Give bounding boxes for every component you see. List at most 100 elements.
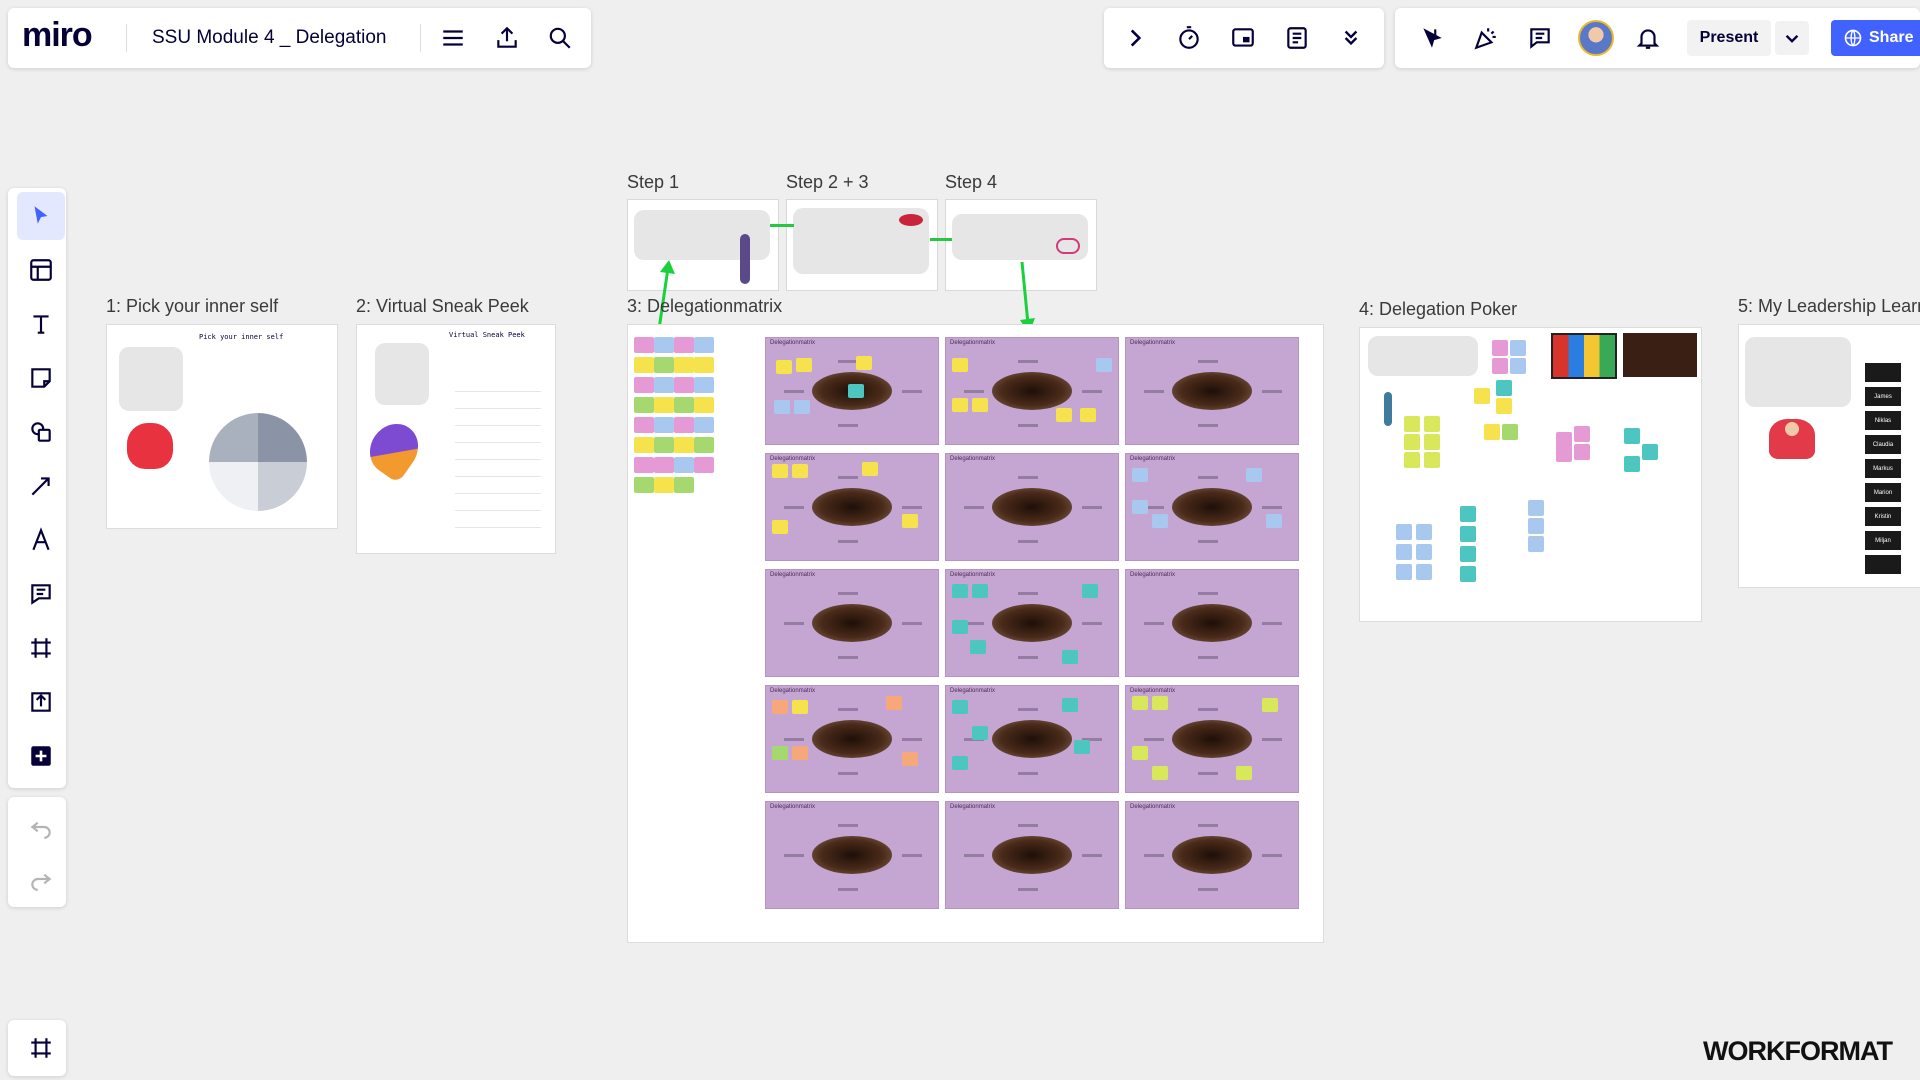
sticky-note[interactable] <box>654 477 674 493</box>
sticky-note[interactable] <box>886 696 902 710</box>
sticky-note[interactable] <box>1404 416 1420 432</box>
sticky-note[interactable] <box>1502 424 1518 440</box>
select-cursor-icon[interactable] <box>17 192 65 240</box>
sticky-note[interactable] <box>634 477 654 493</box>
sticky-note[interactable] <box>694 457 714 473</box>
sticky-note[interactable] <box>794 400 810 414</box>
sticky-note[interactable] <box>654 417 674 433</box>
sticky-note[interactable] <box>674 417 694 433</box>
sticky-note[interactable] <box>1528 518 1544 534</box>
sticky-note[interactable] <box>848 384 864 398</box>
hamburger-menu-icon[interactable] <box>436 21 470 55</box>
name-tile[interactable]: Marion <box>1865 483 1901 502</box>
sticky-note[interactable] <box>1080 408 1096 422</box>
name-tile[interactable] <box>1865 363 1901 382</box>
sticky-note[interactable] <box>952 700 968 714</box>
notifications-bell-icon[interactable] <box>1631 21 1665 55</box>
user-avatar[interactable] <box>1578 20 1614 56</box>
sticky-note[interactable] <box>1510 358 1526 374</box>
shapes-icon[interactable] <box>17 408 65 456</box>
sticky-note[interactable] <box>634 337 654 353</box>
present-button[interactable]: Present <box>1687 20 1771 56</box>
name-tile[interactable]: Markus <box>1865 459 1901 478</box>
cursor-flag-icon[interactable] <box>1415 21 1449 55</box>
sticky-note[interactable] <box>772 746 788 760</box>
sticky-note[interactable] <box>1424 416 1440 432</box>
sticky-note[interactable] <box>694 377 714 393</box>
chevron-right-icon[interactable] <box>1118 21 1152 55</box>
sticky-note[interactable] <box>970 640 986 654</box>
frame-4-delegation-poker[interactable] <box>1359 327 1702 622</box>
sticky-note[interactable] <box>1082 584 1098 598</box>
sticky-note[interactable] <box>952 756 968 770</box>
sticky-note[interactable] <box>1396 524 1412 540</box>
sticky-note[interactable] <box>1642 444 1658 460</box>
frames-list-icon[interactable] <box>17 1024 65 1072</box>
sticky-note[interactable] <box>772 520 788 534</box>
name-tile[interactable]: James <box>1865 387 1901 406</box>
sticky-note[interactable] <box>1528 500 1544 516</box>
sticky-note[interactable] <box>972 584 988 598</box>
sticky-note[interactable] <box>694 397 714 413</box>
sticky-note[interactable] <box>1132 468 1148 482</box>
sticky-note[interactable] <box>972 398 988 412</box>
sticky-note[interactable] <box>674 397 694 413</box>
delegation-matrix-card[interactable]: Delegationmatrix <box>1125 453 1299 561</box>
name-tile[interactable]: Claudia <box>1865 435 1901 454</box>
text-tool-icon[interactable] <box>17 300 65 348</box>
sticky-note[interactable] <box>1416 524 1432 540</box>
sticky-note[interactable] <box>1492 358 1508 374</box>
sticky-note[interactable] <box>862 462 878 476</box>
share-button[interactable]: Share <box>1831 20 1920 56</box>
sticky-note[interactable] <box>1460 546 1476 562</box>
sticky-note[interactable] <box>952 620 968 634</box>
sticky-note[interactable] <box>1574 444 1590 460</box>
sticky-note[interactable] <box>772 464 788 478</box>
sticky-note[interactable] <box>654 437 674 453</box>
sticky-note[interactable] <box>674 437 694 453</box>
sticky-note[interactable] <box>654 377 674 393</box>
sticky-note[interactable] <box>792 700 808 714</box>
sticky-note[interactable] <box>634 357 654 373</box>
sticky-note[interactable] <box>1528 536 1544 552</box>
screen-share-icon[interactable] <box>1226 21 1260 55</box>
sticky-note[interactable] <box>1132 500 1148 514</box>
sticky-note[interactable] <box>694 357 714 373</box>
step-1-frame[interactable] <box>627 199 779 291</box>
sticky-note[interactable] <box>1416 544 1432 560</box>
undo-icon[interactable] <box>17 803 65 851</box>
sticky-note[interactable] <box>1404 452 1420 468</box>
delegation-matrix-card[interactable]: Delegationmatrix <box>765 569 939 677</box>
sticky-note[interactable] <box>674 337 694 353</box>
sticky-note[interactable] <box>1074 740 1090 754</box>
sticky-note[interactable] <box>1556 432 1572 448</box>
sticky-note[interactable] <box>1574 426 1590 442</box>
sticky-note[interactable] <box>1246 468 1262 482</box>
comment-icon[interactable] <box>17 570 65 618</box>
sticky-note[interactable] <box>1460 566 1476 582</box>
sticky-note[interactable] <box>1396 544 1412 560</box>
sticky-note[interactable] <box>1132 746 1148 760</box>
board-title[interactable]: SSU Module 4 _ Delegation <box>152 27 387 48</box>
sticky-note[interactable] <box>1492 340 1508 356</box>
sticky-note[interactable] <box>1404 434 1420 450</box>
sticky-note[interactable] <box>1262 698 1278 712</box>
sticky-note[interactable] <box>856 356 872 370</box>
sticky-note[interactable] <box>1424 452 1440 468</box>
sticky-note[interactable] <box>634 397 654 413</box>
upload-file-icon[interactable] <box>17 678 65 726</box>
comments-icon[interactable] <box>1523 21 1557 55</box>
sticky-note[interactable] <box>674 377 694 393</box>
sticky-note-icon[interactable] <box>17 354 65 402</box>
sticky-note[interactable] <box>654 397 674 413</box>
sticky-note[interactable] <box>694 437 714 453</box>
name-tile[interactable]: Niklas <box>1865 411 1901 430</box>
delegation-matrix-card[interactable]: Delegationmatrix <box>1125 801 1299 909</box>
sticky-note[interactable] <box>1424 434 1440 450</box>
sticky-note[interactable] <box>902 752 918 766</box>
sticky-note[interactable] <box>634 377 654 393</box>
sticky-note[interactable] <box>1056 408 1072 422</box>
sticky-note[interactable] <box>1416 564 1432 580</box>
sticky-note[interactable] <box>1496 398 1512 414</box>
